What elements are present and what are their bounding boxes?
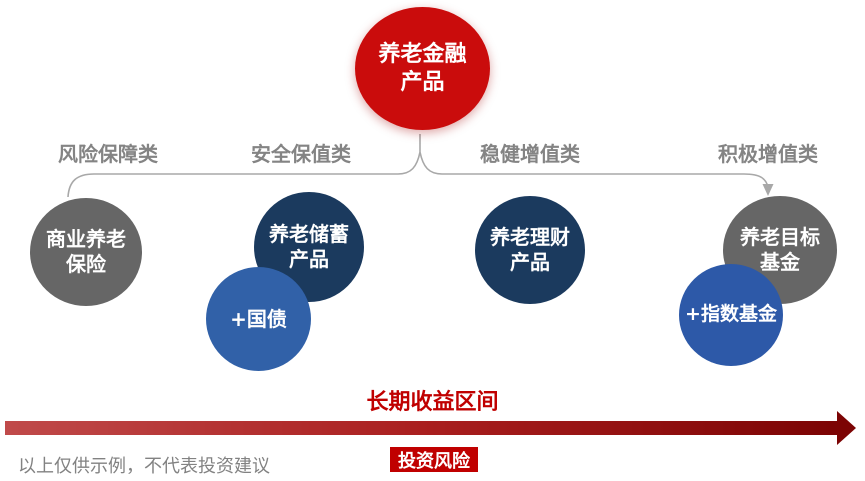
product-label-line1: 商业养老 bbox=[46, 227, 126, 251]
product-label-line1: 养老理财 bbox=[490, 225, 570, 249]
category-risk-protection: 风险保障类 bbox=[58, 142, 158, 166]
product-label-line2: 保险 bbox=[66, 252, 106, 276]
product-label-line1: 养老目标 bbox=[740, 225, 820, 249]
root-title-line2: 产品 bbox=[400, 69, 445, 95]
addon-label: +指数基金 bbox=[685, 303, 777, 326]
disclaimer-text: 以上仅供示例，不代表投资建议 bbox=[18, 456, 270, 477]
category-steady-growth: 稳健增值类 bbox=[480, 142, 580, 166]
product-commercial-pension-insurance: 商业养老 保险 bbox=[30, 198, 142, 306]
category-safe-preservation: 安全保值类 bbox=[251, 142, 351, 166]
investment-risk-badge: 投资风险 bbox=[390, 447, 478, 472]
root-node-pension-financial-products: 养老金融 产品 bbox=[355, 7, 490, 130]
product-label-line2: 基金 bbox=[760, 250, 800, 274]
product-label-line2: 产品 bbox=[289, 247, 329, 271]
product-label-line2: 产品 bbox=[510, 250, 550, 274]
long-term-return-range-label: 长期收益区间 bbox=[366, 390, 499, 415]
risk-axis-arrow-head-icon bbox=[837, 411, 856, 445]
addon-index-funds: +指数基金 bbox=[679, 264, 783, 366]
addon-label: +国债 bbox=[230, 306, 287, 331]
product-pension-wealth-management: 养老理财 产品 bbox=[475, 196, 585, 304]
root-title-line1: 养老金融 bbox=[378, 42, 467, 67]
brace-down-arrow-icon bbox=[762, 184, 774, 196]
risk-axis-arrow-shaft bbox=[5, 421, 837, 435]
product-label-line1: 养老储蓄 bbox=[269, 222, 349, 246]
product-pension-target-fund: 养老目标 基金 bbox=[723, 196, 837, 304]
addon-government-bonds: +国债 bbox=[206, 267, 311, 371]
category-active-growth: 积极增值类 bbox=[718, 142, 818, 166]
